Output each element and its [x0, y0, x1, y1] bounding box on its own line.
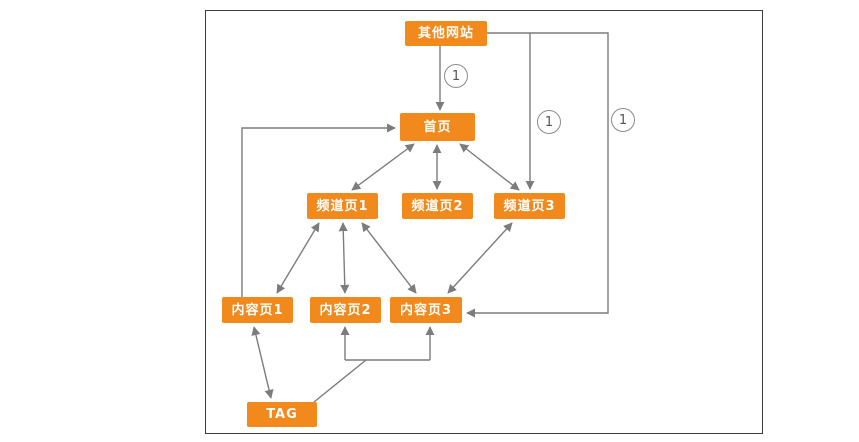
node-tag: TAG	[247, 402, 317, 427]
annotation-badge-1: 1	[444, 64, 468, 88]
annotation-badge-2: 1	[537, 110, 561, 134]
node-other-sites: 其他网站	[405, 21, 487, 46]
node-content-2: 内容页2	[310, 297, 381, 323]
node-channel-1: 频道页1	[307, 193, 378, 219]
annotation-badge-3: 1	[611, 108, 635, 132]
node-content-3: 内容页3	[390, 297, 462, 323]
node-channel-2: 频道页2	[402, 193, 473, 219]
node-channel-3: 频道页3	[494, 193, 565, 219]
diagram-frame	[205, 10, 763, 434]
node-content-1: 内容页1	[222, 297, 293, 323]
node-home: 首页	[400, 113, 475, 141]
